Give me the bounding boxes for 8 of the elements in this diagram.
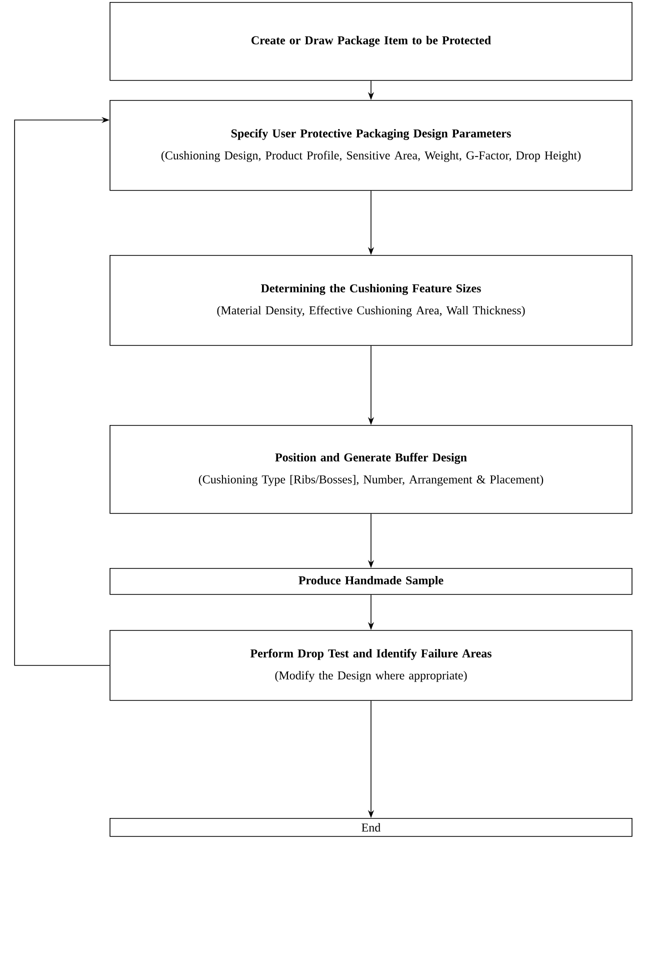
process-box: Perform Drop Test and Identify Failure Areas (Modify the Design where appropriate) xyxy=(110,630,632,701)
process-box: Create or Draw Package Item to be Protected xyxy=(110,2,632,81)
process-box: Position and Generate Buffer Design (Cushioning Type [Ribs/Bosses], Number, Arrangement & Placement) xyxy=(110,425,632,514)
process-box: Produce Handmade Sample xyxy=(110,568,632,595)
process-box: Specify User Protective Packaging Design Parameters (Cushioning Design, Product Profile, Sensitive Area, Weight, G-Factor, Drop Height) xyxy=(110,100,632,191)
feedback-arrow xyxy=(14,116,110,666)
process-box: End xyxy=(110,818,632,837)
process-box: Determining the Cushioning Feature Sizes (Material Density, Effective Cushioning Area, Wall Thickness) xyxy=(110,255,632,346)
